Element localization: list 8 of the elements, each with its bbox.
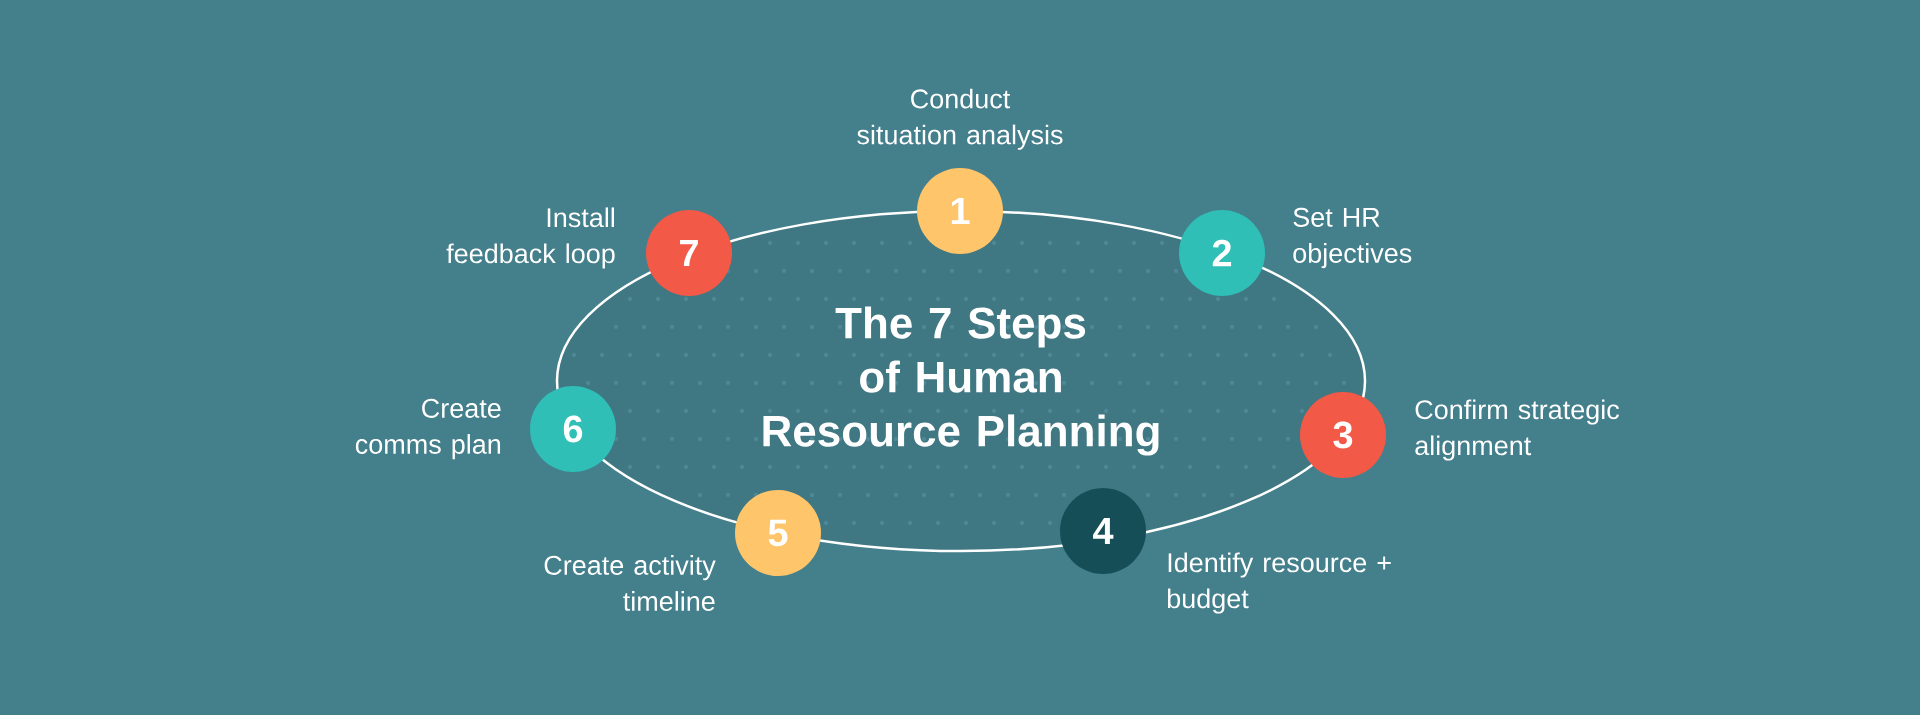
step-label: Create comms plan [355,398,501,460]
step-label: Conduct situation analysis [857,88,1063,150]
title: The 7 Steps of Human Resource Planning [763,306,1159,456]
step-label: Set HR objectives [1293,207,1412,269]
step-label: Install feedback loop [446,207,615,269]
step-label: Identify resource + budget [1167,552,1391,614]
step-label: Confirm strategic alignment [1415,399,1620,461]
step-label: Create activity timeline [544,555,716,611]
